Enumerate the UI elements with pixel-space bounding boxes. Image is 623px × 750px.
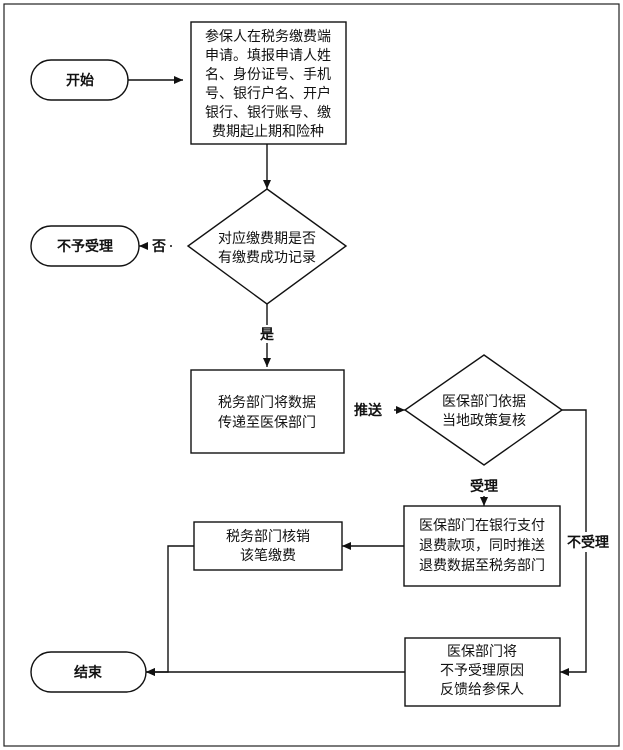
writeoff-text: 税务部门核销 该笔缴费 [226, 529, 310, 564]
feedback-line: 不予受理原因 [440, 663, 524, 679]
refund-line: 退费款项，同时推送 [419, 538, 545, 554]
diagram-border [3, 3, 620, 747]
feedback-line: 医保部门将 [447, 644, 517, 660]
check-text: 对应缴费期是否 有缴费成功记录 [218, 230, 316, 266]
refund-text: 医保部门在银行支付 退费款项，同时推送 退费数据至税务部门 [419, 518, 545, 574]
apply-line: 银行、银行账号、缴 [205, 105, 331, 121]
apply-line: 号、银行户名、开户 [205, 85, 331, 102]
transfer-line: 税务部门将数据 [218, 395, 316, 411]
check-line: 对应缴费期是否 [218, 230, 316, 247]
review-line: 医保部门依据 [442, 394, 526, 410]
apply-line: 申请。填报申请人姓 [205, 48, 331, 64]
reject-terminal [30, 225, 140, 267]
transfer-line: 传递至医保部门 [218, 415, 316, 431]
edge-label-no: 否 [151, 239, 166, 255]
writeoff-process-box [193, 521, 343, 571]
apply-line: 名、身份证号、手机 [205, 67, 331, 83]
edge-label-accept: 受理 [470, 478, 498, 495]
reject-label: 不予受理 [57, 238, 113, 255]
transfer-text: 税务部门将数据 传递至医保部门 [218, 395, 316, 431]
apply-line: 费期起止期和险种 [212, 124, 324, 140]
feedback-text: 医保部门将 不予受理原因 反馈给参保人 [440, 644, 524, 698]
apply-process-box [190, 21, 347, 145]
review-line: 当地政策复核 [442, 412, 526, 429]
refund-line: 医保部门在银行支付 [419, 518, 545, 534]
edge-label-yes: 是 [260, 327, 275, 343]
start-terminal [30, 59, 129, 101]
edge-writeoff-to-end [146, 545, 194, 676]
check-decision [186, 188, 348, 305]
edge-label-push: 推送 [354, 402, 383, 419]
transfer-process-box [190, 369, 345, 454]
feedback-process-box [404, 637, 561, 707]
refund-process-box [403, 505, 561, 587]
review-text: 医保部门依据 当地政策复核 [442, 394, 526, 429]
apply-line: 参保人在税务缴费端 [205, 28, 331, 45]
review-decision [403, 354, 564, 466]
edge-label-not-accept: 不受理 [567, 534, 609, 551]
end-terminal [30, 651, 147, 693]
feedback-line: 反馈给参保人 [440, 681, 524, 698]
refund-line: 退费数据至税务部门 [419, 558, 545, 574]
start-label: 开始 [66, 72, 94, 89]
check-line: 有缴费成功记录 [218, 250, 316, 266]
end-label: 结束 [74, 664, 103, 681]
writeoff-line: 税务部门核销 [226, 529, 310, 545]
writeoff-line: 该笔缴费 [240, 548, 296, 564]
apply-text: 参保人在税务缴费端 申请。填报申请人姓 名、身份证号、手机 号、银行户名、开户 … [205, 28, 331, 140]
